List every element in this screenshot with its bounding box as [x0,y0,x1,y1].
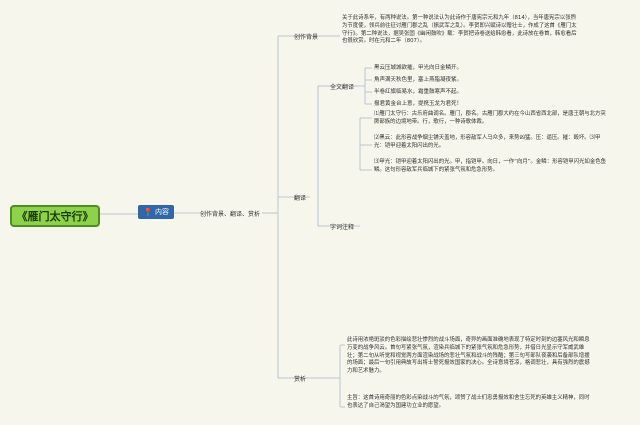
hub-label: 内容 [154,208,169,216]
note-item: ⑵黑云：此形容战争烟尘铺天盖地，形容敌军人马众多，来势凶猛。压：逼压。摧：毁坏。… [374,135,601,149]
map-pin-icon: 📍 [143,207,153,217]
appreciation-node-label[interactable]: 赏析 [294,376,307,383]
background-text: 关于此诗系年，有两种说法。第一种说法认为此诗作于唐宪宗元和九年（814），当年唐… [342,15,577,45]
translation-line: 角声满天秋色里，塞上燕脂凝夜紫。 [374,77,463,83]
notes-node-label[interactable]: 字词注释 [330,224,355,231]
translation-line: 黑云压城城欲摧，甲光向日金鳞开。 [374,65,463,71]
translation-line: 半卷红旗临易水，霜重鼓寒声不起。 [374,89,463,95]
note-item: ⑶甲光：铠甲迎着太阳闪出的光。甲，指铠甲。向日，一作“向月”。金鳞：形容铠甲闪光… [374,159,606,173]
appreciation-item: 主旨：这首诗用奇丽的色彩点染战斗的气氛，颂赞了战士们忠勇报效和舍生忘死的英雄主义… [347,395,590,409]
branch-node-label[interactable]: 创作背景、翻译、赏析 [200,211,261,218]
translation-line: 报君黄金台上意，提携玉龙为君死！ [374,101,463,107]
note-item: ⑴雁门太守行：古乐府曲调名。雁门，郡名。古雁门郡大约在今山西省西北部，是唐王朝与… [374,111,606,125]
appreciation-item: 此诗用浓艳斑驳的色彩描绘悲壮惨烈的战斗场面，奇异的画面准确地表现了特定时刻的边塞… [347,337,590,375]
hub-node[interactable]: 📍 内容 [138,205,174,219]
background-node-label[interactable]: 创作背景 [294,34,319,41]
translation-node-label[interactable]: 翻译 [294,195,307,202]
full-translation-label[interactable]: 全文翻译 [330,84,355,91]
root-node-title[interactable]: 《雁门太守行》 [10,205,100,227]
